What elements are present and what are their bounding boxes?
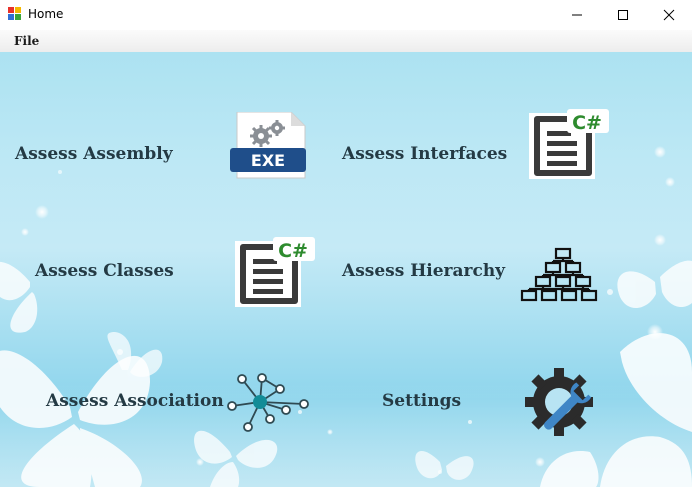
gear-wrench-icon	[525, 368, 593, 436]
csharp-badge-text: C#	[572, 112, 602, 134]
assess-interfaces-label[interactable]: Assess Interfaces	[342, 144, 508, 164]
minimize-icon	[572, 14, 582, 16]
close-button[interactable]	[646, 0, 692, 30]
menu-bar: File	[0, 30, 692, 52]
assess-assembly-label[interactable]: Assess Assembly	[15, 144, 173, 164]
assess-classes-button[interactable]: C#	[235, 237, 315, 311]
main-panel: Assess Assembly Assess Interfaces Assess…	[0, 52, 692, 487]
settings-button[interactable]	[521, 368, 605, 444]
assess-classes-label[interactable]: Assess Classes	[35, 261, 174, 281]
menu-file[interactable]: File	[14, 34, 40, 48]
maximize-button[interactable]	[600, 0, 646, 30]
minimize-button[interactable]	[554, 0, 600, 30]
network-icon	[227, 373, 309, 432]
title-bar: Home	[0, 0, 692, 30]
exe-badge-text: EXE	[251, 151, 285, 170]
window-title: Home	[28, 7, 64, 21]
assess-association-button[interactable]	[226, 373, 312, 439]
app-icon	[8, 7, 21, 20]
assess-association-label[interactable]: Assess Association	[46, 391, 224, 411]
csharp-file-icon: C#	[235, 237, 315, 307]
maximize-icon	[618, 10, 628, 20]
close-icon	[663, 9, 675, 21]
hierarchy-icon	[520, 247, 598, 302]
assess-interfaces-button[interactable]: C#	[529, 109, 609, 183]
settings-label[interactable]: Settings	[382, 391, 462, 411]
assess-hierarchy-label[interactable]: Assess Hierarchy	[342, 261, 506, 281]
csharp-file-icon: C#	[529, 109, 609, 179]
csharp-badge-text: C#	[278, 240, 308, 262]
assess-hierarchy-button[interactable]	[520, 247, 608, 307]
assess-assembly-button[interactable]: EXE	[229, 111, 307, 184]
exe-file-icon: EXE	[230, 111, 306, 179]
